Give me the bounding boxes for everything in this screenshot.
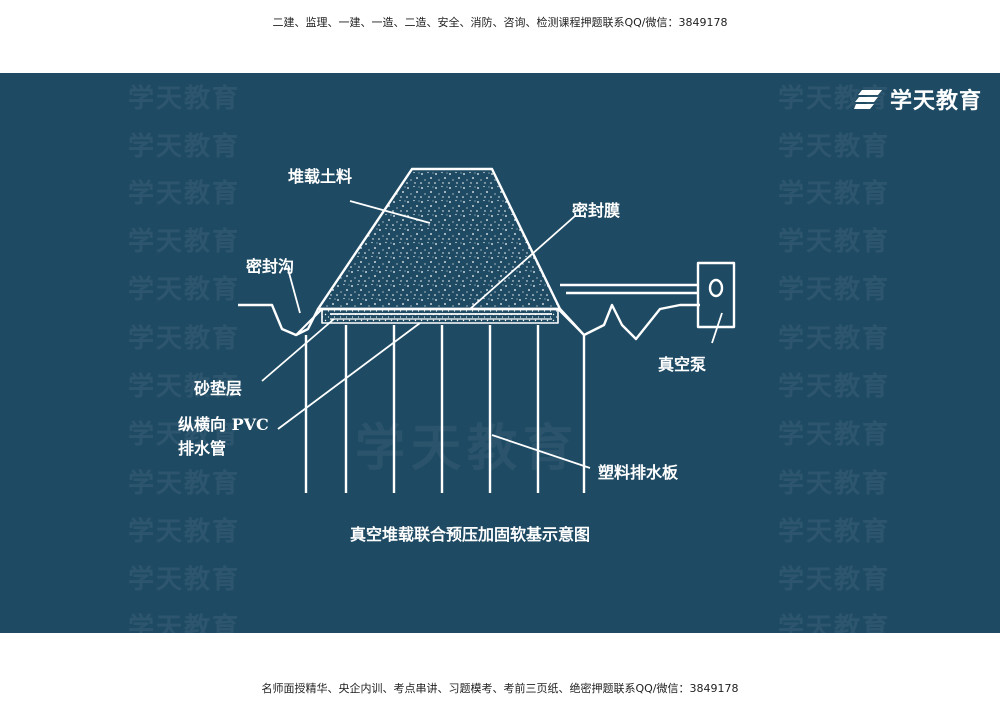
seal-membrane-line — [295, 308, 585, 336]
label-seal-trench: 密封沟 — [246, 257, 295, 276]
leader-line — [491, 434, 591, 469]
diagram-caption: 真空堆载联合预压加固软基示意图 — [349, 525, 590, 544]
watermark: 学天教育 — [778, 179, 891, 209]
label-fill-soil: 堆载土料 — [288, 167, 353, 186]
watermark: 学天教育 — [778, 275, 891, 305]
watermark: 学天教育 — [128, 84, 241, 114]
label-pvc-pipe-line2: 排水管 — [178, 439, 227, 458]
leader-line — [349, 200, 431, 224]
watermark: 学天教育 — [778, 372, 891, 402]
surcharge-fill-mound — [316, 167, 562, 311]
label-vacuum-pump: 真空泵 — [658, 355, 707, 374]
watermark: 学天教育 — [128, 179, 241, 209]
center-watermark: 学天教育 — [355, 419, 579, 477]
leader-line — [287, 268, 301, 314]
watermark: 学天教育 — [128, 613, 241, 633]
watermark: 学天教育 — [778, 132, 891, 162]
label-pvc-pipe-line1: 纵横向 PVC — [178, 415, 269, 434]
watermark: 学天教育 — [128, 372, 241, 402]
label-sand-cushion: 砂垫层 — [194, 379, 243, 398]
sand-cushion-layer — [321, 308, 559, 324]
vacuum-pump-gauge — [708, 278, 724, 298]
ground-line — [238, 303, 700, 341]
watermark: 学天教育 — [128, 469, 241, 499]
footer-promo-text: 名师面授精华、央企内训、考点串讲、习题模考、考前三页纸、绝密押题联系QQ/微信：… — [261, 682, 739, 695]
label-plastic-drain-board: 塑料排水板 — [598, 463, 679, 482]
watermark: 学天教育 — [128, 565, 241, 595]
watermark: 学天教育 — [778, 227, 891, 257]
watermark: 学天教育 — [128, 275, 241, 305]
label-seal-membrane: 密封膜 — [572, 201, 621, 220]
watermark: 学天教育 — [128, 517, 241, 547]
watermark: 学天教育 — [778, 517, 891, 547]
watermark: 学天教育 — [778, 469, 891, 499]
leader-line — [469, 215, 576, 310]
logo-text: 学天教育 — [889, 89, 982, 114]
leader-line — [711, 312, 723, 344]
watermark: 学天教育 — [128, 420, 241, 450]
header-promo-text: 二建、监理、一建、一造、二造、安全、消防、咨询、检测课程押题联系QQ/微信：38… — [272, 16, 728, 29]
vacuum-surcharge-diagram — [238, 167, 736, 493]
watermark: 学天教育 — [128, 132, 241, 162]
slide-panel: 学天教育 学天教育 学天教育 学天教育 学天教育 学天教育 学天教育 学天教育 … — [0, 73, 1000, 633]
leader-line — [261, 318, 335, 382]
logo-mark-icon — [853, 90, 882, 109]
leader-line — [277, 322, 421, 430]
brand-logo: 学天教育 — [853, 83, 982, 115]
watermark: 学天教育 — [128, 227, 241, 257]
vacuum-pump-box — [696, 261, 736, 329]
watermark: 学天教育 — [778, 613, 891, 633]
watermark: 学天教育 — [778, 324, 891, 354]
watermark: 学天教育 — [778, 565, 891, 595]
watermark: 学天教育 — [778, 420, 891, 450]
watermark: 学天教育 — [128, 324, 241, 354]
